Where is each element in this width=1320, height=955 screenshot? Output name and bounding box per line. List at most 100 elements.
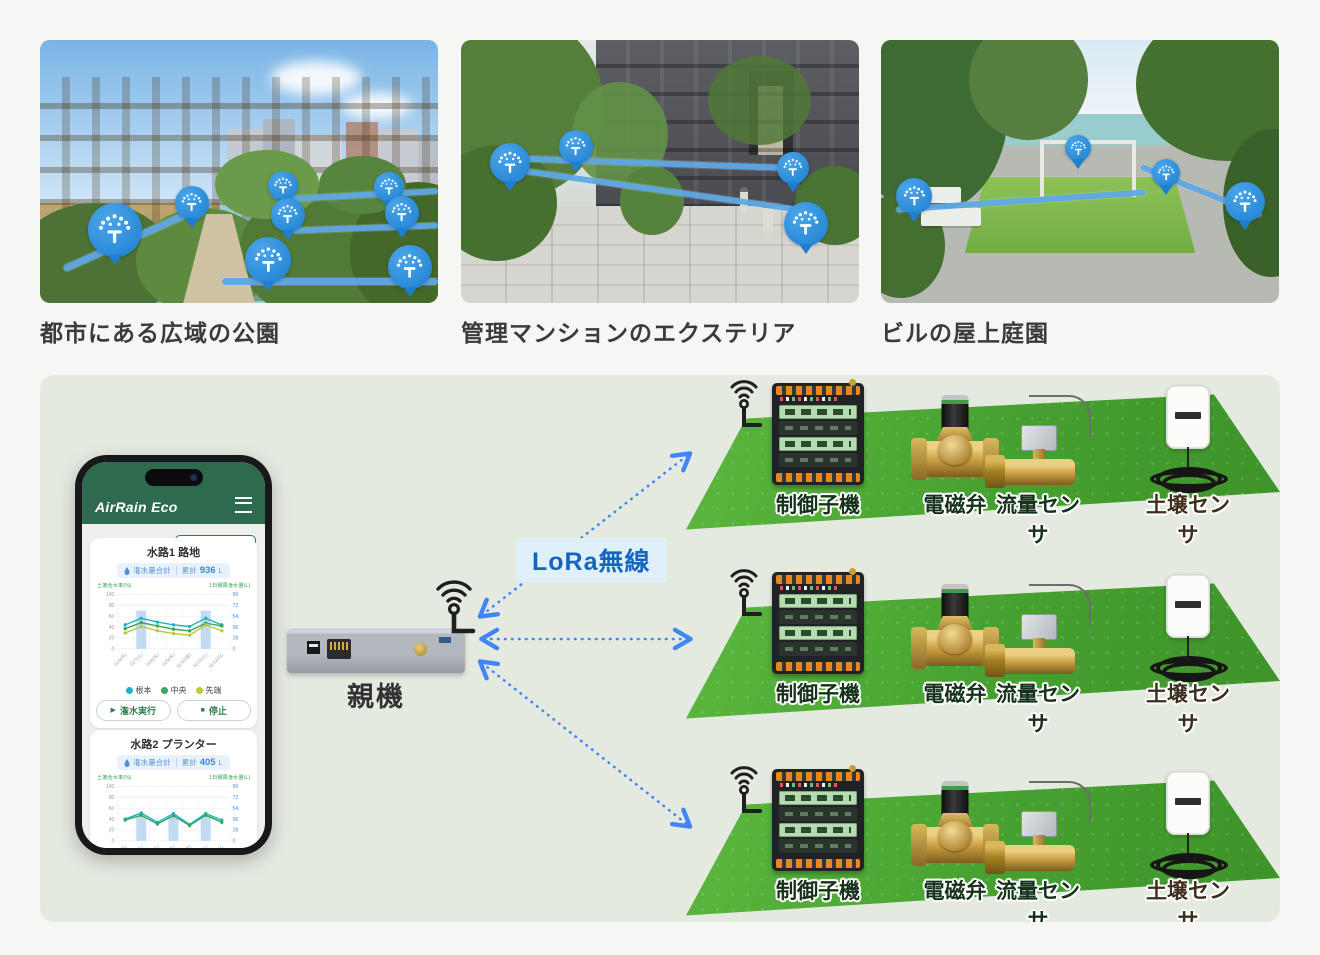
photo-caption: ビルの屋上庭園 xyxy=(881,320,1049,346)
svg-text:40: 40 xyxy=(109,624,115,630)
stop-icon: ■ xyxy=(200,706,205,714)
svg-text:11/9(木): 11/9(木) xyxy=(160,843,177,848)
irrigation-total-badge: 潅水量合計 累計 405 L xyxy=(117,755,230,770)
stop-button[interactable]: ■ 停止 xyxy=(176,699,251,721)
wifi-antenna-icon xyxy=(436,580,476,634)
chart-legend: 根本 中央 先端 xyxy=(96,685,251,696)
sprinkler-pin-icon xyxy=(268,171,298,201)
photo-rooftop-garden xyxy=(881,40,1279,303)
svg-text:90: 90 xyxy=(233,784,239,790)
svg-text:11/12(日): 11/12(日) xyxy=(208,843,226,848)
svg-text:36: 36 xyxy=(233,816,239,822)
sprinkler-pin-icon xyxy=(777,152,809,184)
svg-text:36: 36 xyxy=(233,624,239,630)
svg-text:11/7(火): 11/7(火) xyxy=(129,651,144,666)
svg-text:20: 20 xyxy=(109,635,115,641)
svg-text:72: 72 xyxy=(233,794,239,800)
solenoid-valve-device xyxy=(911,781,999,877)
play-icon: ▶ xyxy=(110,707,116,714)
controller-label: 制御子機 xyxy=(776,494,860,517)
sprinkler-pin-icon xyxy=(559,130,593,164)
water-drop-icon xyxy=(124,566,130,575)
flow-sensor-label: 流量センサ xyxy=(996,683,1080,736)
soil-moisture-chart-1: 0204060801000183654729011/6(月)11/7(火)11/… xyxy=(97,581,250,669)
svg-text:11/10(金): 11/10(金) xyxy=(175,651,193,669)
app-header: AirRain Eco xyxy=(82,462,265,524)
sprinkler-pin-icon xyxy=(490,143,530,183)
lora-wireless-label: LoRa無線 xyxy=(516,538,667,582)
run-irrigation-button[interactable]: ▶ 潅水実行 xyxy=(96,699,171,721)
valve-label: 電磁弁 xyxy=(923,880,987,903)
sprinkler-pin-icon xyxy=(1152,159,1180,187)
controller-device xyxy=(772,568,864,674)
svg-text:72: 72 xyxy=(233,602,239,608)
svg-text:11/8(水): 11/8(水) xyxy=(144,843,160,848)
svg-text:土壌含水率(%): 土壌含水率(%) xyxy=(97,581,132,589)
sprinkler-pin-icon xyxy=(271,198,305,232)
svg-text:80: 80 xyxy=(109,602,115,608)
soil-sensor-cable xyxy=(1150,853,1228,879)
soil-sensor-label: 土壌センサ xyxy=(1146,494,1230,547)
valve-label: 電磁弁 xyxy=(923,494,987,517)
controller-label: 制御子機 xyxy=(776,880,860,903)
flow-sensor-label: 流量センサ xyxy=(996,880,1080,922)
svg-text:18: 18 xyxy=(233,827,239,833)
photo-caption: 管理マンションのエクステリア xyxy=(461,320,797,346)
svg-text:90: 90 xyxy=(233,592,239,598)
wifi-antenna-icon xyxy=(730,380,762,427)
svg-text:11/12(日): 11/12(日) xyxy=(208,651,226,669)
phone-notch xyxy=(144,469,203,486)
soil-sensor-device xyxy=(1166,574,1210,638)
sprinkler-pin-icon xyxy=(385,196,419,230)
sprinkler-pin-icon xyxy=(1225,182,1265,222)
photo-caption: 都市にある広域の公園 xyxy=(40,320,280,346)
hamburger-menu-icon[interactable] xyxy=(235,497,252,513)
svg-text:100: 100 xyxy=(106,784,115,790)
parent-unit-device xyxy=(287,627,465,673)
wifi-antenna-icon xyxy=(730,766,762,813)
sprinkler-pin-icon xyxy=(388,245,432,289)
flow-sensor-device xyxy=(985,781,1091,881)
svg-text:11/6(月): 11/6(月) xyxy=(113,651,129,667)
soil-sensor-label: 土壌センサ xyxy=(1146,880,1230,922)
soil-sensor-device xyxy=(1166,385,1210,449)
svg-text:1日積算潅水量(L): 1日積算潅水量(L) xyxy=(209,581,250,589)
svg-text:100: 100 xyxy=(106,592,115,598)
svg-text:60: 60 xyxy=(109,805,115,811)
sprinkler-pin-icon xyxy=(896,178,932,214)
svg-text:54: 54 xyxy=(233,805,239,811)
system-diagram-panel: AirRain Eco ホーム 今 xyxy=(40,375,1280,922)
svg-text:11/10(金): 11/10(金) xyxy=(175,843,193,848)
irrigation-total-badge: 潅水量合計 累計 936 L xyxy=(117,563,230,578)
flow-sensor-device xyxy=(985,395,1091,495)
ethernet-port xyxy=(327,639,351,659)
app-screen: AirRain Eco ホーム 今 xyxy=(82,462,265,848)
field-row-2: 制御子機 電磁弁 流量センサ 土壌センサ xyxy=(680,568,1280,736)
sprinkler-pin-icon xyxy=(175,186,209,220)
lawn xyxy=(964,176,1196,254)
svg-text:1日積算潅水量(L): 1日積算潅水量(L) xyxy=(209,773,250,781)
svg-text:土壌含水率(%): 土壌含水率(%) xyxy=(97,773,132,781)
sprinkler-pin-icon xyxy=(88,203,142,257)
svg-text:54: 54 xyxy=(233,613,239,619)
controller-label: 制御子機 xyxy=(776,683,860,706)
field-row-3: 制御子機 電磁弁 流量センサ 土壌センサ xyxy=(680,765,1280,922)
antenna-connector xyxy=(414,643,427,656)
card-title: 水路2 プランター xyxy=(130,739,217,751)
valve-label: 電磁弁 xyxy=(923,683,987,706)
wifi-antenna-icon xyxy=(730,569,762,616)
svg-text:11/7(火): 11/7(火) xyxy=(129,843,144,848)
controller-device xyxy=(772,765,864,871)
soil-sensor-label: 土壌センサ xyxy=(1146,683,1230,736)
svg-text:18: 18 xyxy=(233,635,239,641)
svg-text:11/11(土): 11/11(土) xyxy=(191,651,209,669)
svg-text:40: 40 xyxy=(109,816,115,822)
controller-device xyxy=(772,379,864,485)
parent-unit-label: 親機 xyxy=(347,682,405,712)
svg-text:11/11(土): 11/11(土) xyxy=(191,843,209,848)
svg-text:0: 0 xyxy=(112,646,115,652)
svg-text:80: 80 xyxy=(109,794,115,800)
